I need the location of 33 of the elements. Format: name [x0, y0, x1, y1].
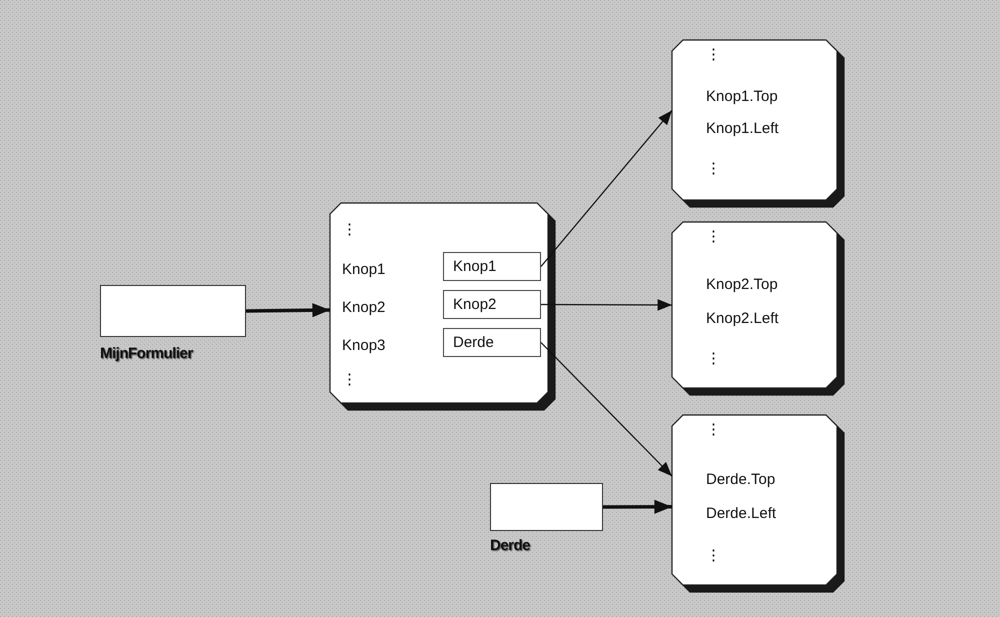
property-name: Knop2.Left — [706, 310, 779, 328]
property-name: Knop2.Top — [706, 276, 778, 294]
reference-field: Derde — [443, 328, 541, 357]
object-panel — [330, 203, 548, 403]
ellipsis-mark: ⋮ — [706, 46, 721, 64]
reference-field: Knop1 — [443, 252, 541, 281]
object-label: Derde — [490, 537, 530, 554]
arrow — [540, 342, 672, 477]
ellipsis-mark: ⋮ — [706, 421, 721, 439]
property-name: Knop3 — [342, 337, 386, 355]
property-name: Knop2 — [342, 299, 386, 317]
arrow — [603, 500, 672, 514]
object-panel — [672, 415, 837, 585]
property-name: Knop1.Left — [706, 120, 779, 138]
ellipsis-mark: ⋮ — [342, 371, 357, 389]
ellipsis-mark: ⋮ — [706, 547, 721, 565]
property-name: Derde.Top — [706, 471, 776, 489]
property-name: Derde.Left — [706, 505, 776, 523]
form-box — [100, 285, 246, 337]
property-name: Knop1.Top — [706, 88, 778, 106]
ellipsis-mark: ⋮ — [342, 221, 357, 239]
object-box — [490, 483, 603, 531]
arrow — [246, 303, 330, 318]
arrow — [541, 299, 672, 311]
reference-field: Knop2 — [443, 290, 541, 319]
object-panel — [672, 222, 837, 388]
object-panel — [672, 40, 837, 200]
arrow — [540, 110, 672, 267]
ellipsis-mark: ⋮ — [706, 160, 721, 178]
property-name: Knop1 — [342, 261, 386, 279]
ellipsis-mark: ⋮ — [706, 350, 721, 368]
ellipsis-mark: ⋮ — [706, 228, 721, 246]
object-label: MijnFormulier — [100, 345, 193, 362]
